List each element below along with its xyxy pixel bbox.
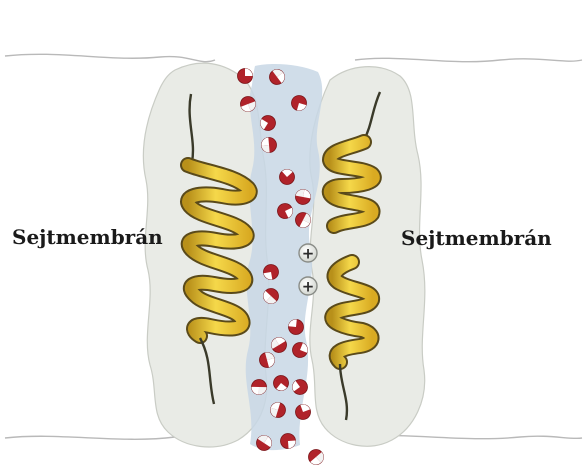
water-molecule-icon xyxy=(238,69,253,84)
water-molecule-icon xyxy=(251,379,266,394)
ion-charge-symbol: + xyxy=(302,245,315,263)
membrane-label-right: Sejtmembrán xyxy=(401,226,552,250)
positive-ion-icon: + xyxy=(299,277,317,296)
channel-protein-right xyxy=(310,67,425,447)
membrane-label-left: Sejtmembrán xyxy=(12,225,163,249)
water-molecule-icon xyxy=(305,446,326,466)
ion-charge-symbol: + xyxy=(302,278,315,296)
membrane-top-line xyxy=(5,54,582,61)
positive-ion-icon: + xyxy=(299,244,317,263)
